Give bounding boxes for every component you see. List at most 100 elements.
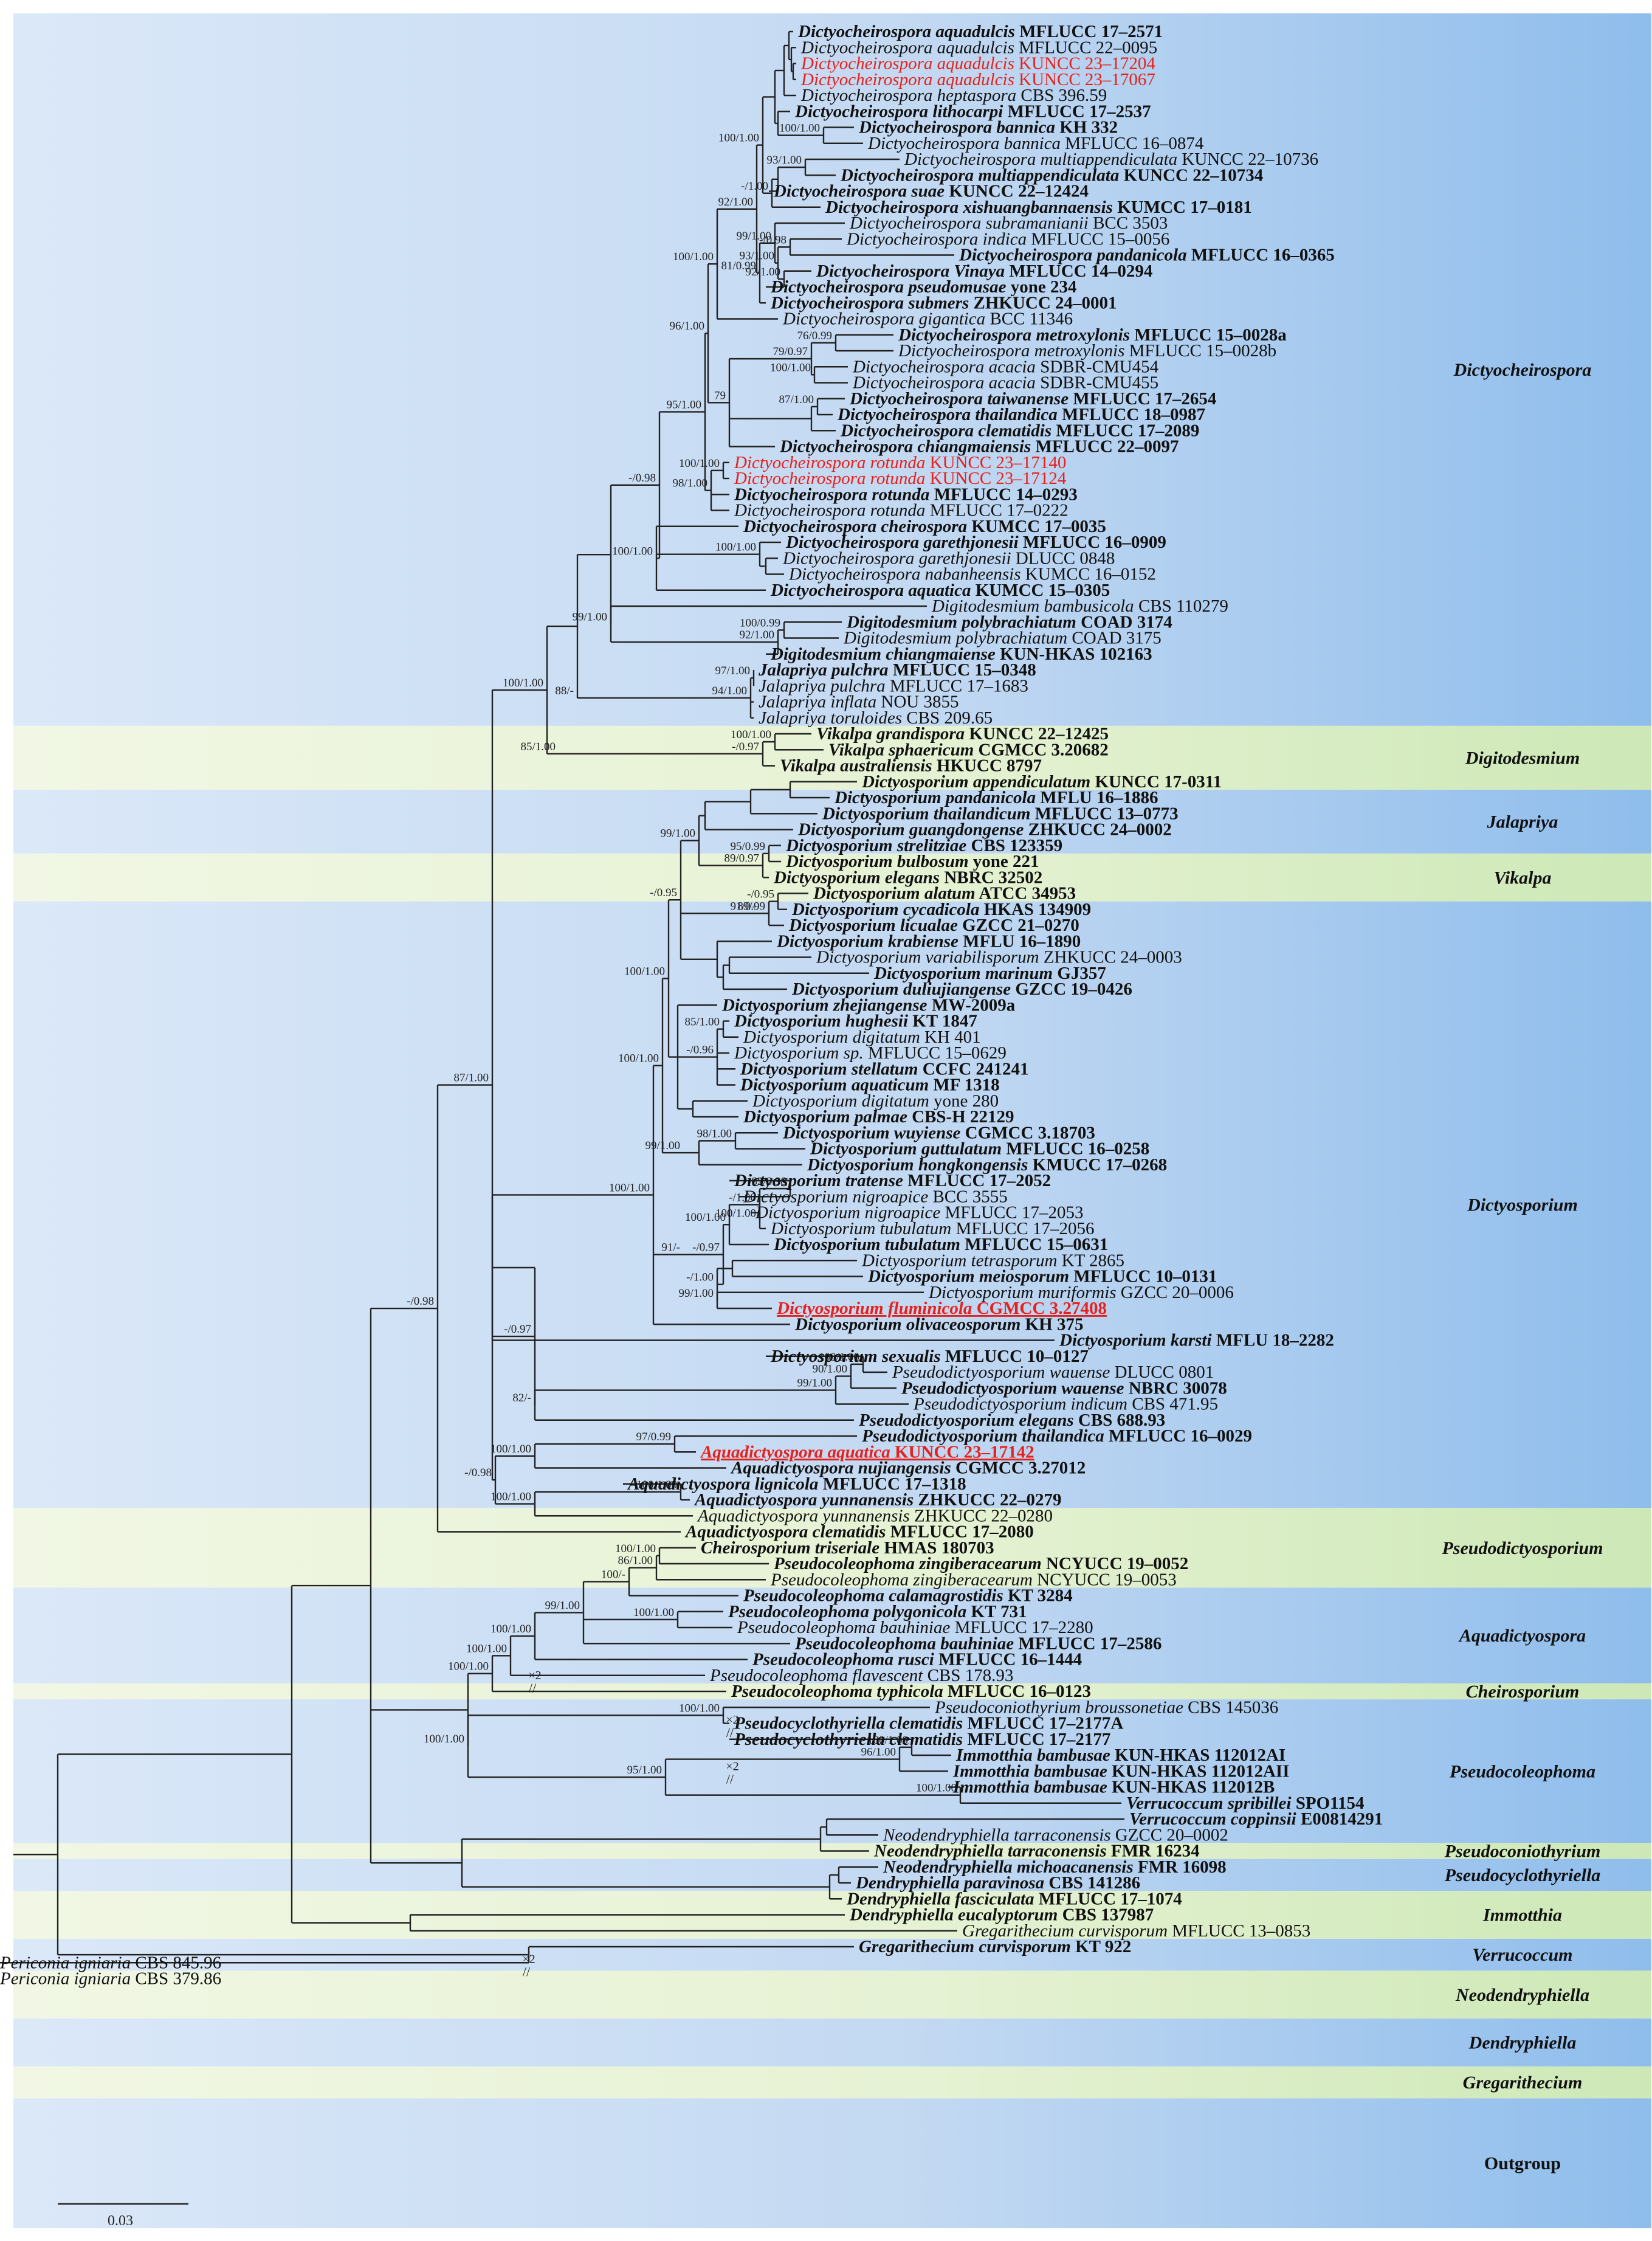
taxon-species: Dictyosporium hongkongensis	[807, 1155, 1028, 1175]
clade-label: Immotthia	[1482, 1905, 1562, 1925]
taxon-species: Dictyosporium digitatum	[752, 1091, 929, 1111]
taxon-strain: MFLUCC 16–0365	[1187, 246, 1335, 265]
support-value: 100/1.00	[819, 1351, 859, 1364]
break-multiplier: ×2	[528, 1669, 541, 1682]
taxon-label: Pseudocoleophoma zingiberacearum NCYUCC …	[773, 1554, 1188, 1573]
support-value: 87/1.00	[453, 1072, 489, 1085]
taxon-strain: CBS 209.65	[902, 708, 993, 728]
taxon-label: Dendryphiella eucalyptorum CBS 137987	[849, 1905, 1154, 1925]
taxon-label: Pseudocoleophoma typhicola MFLUCC 16–012…	[731, 1682, 1091, 1701]
taxon-label: Verrucoccum spribillei SPO1154	[1126, 1794, 1365, 1813]
taxon-label: Dictyosporium bulbosum yone 221	[785, 852, 1039, 871]
taxon-species: Pseudocoleophoma calamagrostidis	[743, 1586, 1003, 1606]
support-value: 90/1.00	[812, 1363, 847, 1376]
taxon-label: Vikalpa sphaericum CGMCC 3.20682	[828, 740, 1109, 759]
taxon-label: Dictyocheirospora lithocarpi MFLUCC 17–2…	[794, 102, 1151, 121]
clade-band	[13, 901, 1651, 1508]
taxon-species: Dictyosporium licualae	[788, 916, 958, 935]
support-value: -/1.00	[686, 1271, 714, 1284]
taxon-strain: KUNCC 22–10736	[1177, 150, 1318, 169]
taxon-strain: MFLUCC 17–2654	[1069, 389, 1216, 409]
support-value: 96/1.00	[669, 320, 704, 333]
taxon-label: Dictyocheirospora indica MFLUCC 15–0056	[846, 229, 1169, 249]
clade-label: Pseudoconiothyrium	[1444, 1842, 1601, 1862]
taxon-species: Pseudodictyosporium elegans	[858, 1411, 1074, 1430]
taxon-strain: BCC 3555	[928, 1187, 1008, 1206]
taxon-species: Digitodesmium chiangmaiense	[770, 644, 996, 664]
taxon-species: Pseudocoleophoma zingiberacearum	[773, 1554, 1042, 1573]
taxon-species: Dictyocheirospora submers	[770, 293, 969, 312]
taxon-label: Dictyosporium variabilisporum ZHKUCC 24–…	[816, 948, 1182, 967]
taxon-strain: KUNCC 23–17067	[1014, 70, 1155, 89]
taxon-strain: MFLUCC 14–0293	[929, 485, 1077, 504]
taxon-species: Dictyosporium thailandicum	[822, 804, 1030, 823]
branch-break-mark: ×2//	[528, 1669, 541, 1696]
taxon-strain: NBRC 32502	[940, 868, 1042, 887]
taxon-species: Dictyocheirospora acacia	[852, 373, 1036, 393]
taxon-label: Verrucoccum coppinsii E00814291	[1129, 1809, 1383, 1829]
taxon-strain: CBS 145036	[1183, 1697, 1278, 1717]
taxon-species: Dictyocheirospora aquadulcis	[800, 70, 1014, 89]
taxon-label: Dictyocheirospora pseudomusae yone 234	[770, 277, 1076, 297]
taxon-strain: KUNCC 22–12424	[945, 182, 1089, 201]
taxon-strain: KH 332	[1055, 118, 1118, 137]
support-value: -/0.98	[628, 472, 656, 485]
taxon-label: Dictyosporium sp. MFLUCC 15–0629	[734, 1043, 1007, 1063]
taxon-strain: KT 731	[966, 1602, 1027, 1621]
taxon-species: Vikalpa australiensis	[780, 756, 932, 776]
taxon-species: Dictyocheirospora aquatica	[770, 581, 971, 600]
taxon-strain: MFLUCC 17–2280	[950, 1618, 1093, 1637]
taxon-label: Dictyocheirospora pandanicola MFLUCC 16–…	[959, 246, 1335, 265]
support-value: 100/1.00	[490, 1443, 531, 1455]
taxon-species: Dictyocheirospora metroxylonis	[898, 325, 1130, 345]
branch-break-mark: ×2//	[522, 1953, 535, 1980]
taxon-strain: CBS 178.93	[923, 1666, 1013, 1685]
taxon-label: Dictyocheirospora rotunda MFLUCC 14–0293	[734, 485, 1078, 504]
support-value: 89/0.97	[724, 852, 759, 865]
clade-label: Outgroup	[1484, 2153, 1561, 2174]
clade-band	[13, 2098, 1651, 2228]
taxon-label: Pseudodictyosporium wauense DLUCC 0801	[892, 1362, 1214, 1382]
taxon-label: Dictyocheirospora bannica KH 332	[858, 118, 1118, 137]
taxon-label: Neodendryphiella tarraconensis GZCC 20–0…	[883, 1825, 1228, 1845]
taxon-label: Jalapriya pulchra MFLUCC 17–1683	[759, 676, 1028, 696]
taxon-species: Vikalpa grandispora	[816, 724, 965, 744]
branch-break-mark: ×2//	[726, 1760, 738, 1787]
taxon-species: Dictyocheirospora aquadulcis	[797, 22, 1015, 41]
clade-label: Neodendryphiella	[1455, 1985, 1589, 2005]
taxon-strain: ZHKUCC 24–0002	[1024, 820, 1171, 840]
taxon-species: Pseudocoleophoma flavescent	[709, 1666, 923, 1685]
taxon-label: Dictyocheirospora multiappendiculata KUN…	[904, 150, 1318, 169]
taxon-label: Dictyocheirospora aquadulcis KUNCC 23–17…	[800, 54, 1155, 74]
taxon-species: Dictyocheirospora aquadulcis	[800, 38, 1014, 57]
taxon-label: Dictyocheirospora garethjonesii MFLUCC 1…	[785, 533, 1166, 552]
taxon-label: Dictyocheirospora submers ZHKUCC 24–0001	[770, 293, 1117, 312]
taxon-strain: KT 922	[1071, 1937, 1131, 1956]
taxon-strain: MFLUCC 16–0029	[1104, 1426, 1252, 1446]
taxon-label: Dictyocheirospora acacia SDBR-CMU454	[852, 357, 1159, 376]
taxon-species: Jalapriya pulchra	[759, 676, 886, 696]
support-value: 97/1.00	[715, 665, 750, 677]
break-slash: //	[529, 1680, 537, 1696]
taxon-strain: KH 401	[920, 1027, 981, 1047]
taxon-label: Digitodesmium bambusicola CBS 110279	[931, 596, 1228, 616]
taxon-strain: MFLUCC 17–2080	[886, 1522, 1033, 1542]
taxon-label: Dictyocheirospora rotunda KUNCC 23–17140	[734, 453, 1066, 472]
taxon-strain: CBS 123359	[966, 836, 1062, 855]
support-value: 100/1.00	[618, 1052, 659, 1065]
taxon-label: Neodendryphiella tarraconensis FMR 16234	[873, 1842, 1200, 1861]
support-value: 95/0.99	[730, 840, 765, 853]
taxon-species: Dictyocheirospora acacia	[852, 357, 1036, 376]
taxon-label: Dictyosporium nigroapice BCC 3555	[743, 1187, 1008, 1206]
taxon-strain: MFLUCC 17–2586	[1014, 1634, 1162, 1653]
taxon-label: Dictyosporium wuyiense CGMCC 3.18703	[782, 1123, 1095, 1142]
taxon-strain: MFLUCC 14–0294	[1005, 261, 1152, 281]
taxon-strain: ATCC 34953	[976, 884, 1076, 903]
support-value: 99/1.00	[678, 1287, 714, 1300]
support-value: 100/1.00	[615, 1542, 656, 1555]
support-value: 95/1.00	[666, 398, 701, 411]
taxon-strain: COAD 3175	[1067, 629, 1162, 648]
taxon-strain: GZCC 20–0002	[1111, 1825, 1228, 1845]
taxon-species: Dictyosporium duliujiangense	[791, 979, 1011, 999]
taxon-strain: MFLUCC 10–0127	[941, 1347, 1089, 1366]
